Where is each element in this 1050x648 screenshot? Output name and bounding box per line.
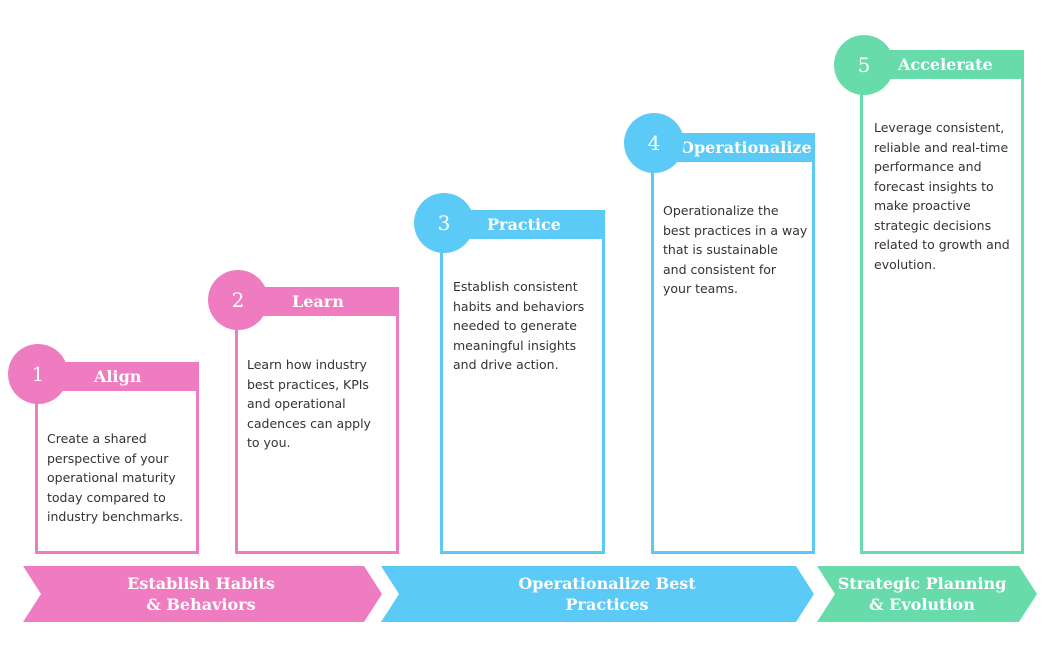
stage-title-learn: Learn <box>292 292 344 311</box>
stage-description-accelerate: Leverage consistent, reliable and real-t… <box>874 120 1010 272</box>
stage-description-practice: Establish consistent habits and behavior… <box>453 279 585 372</box>
stage-number-badge-5: 5 <box>834 35 894 95</box>
stage-description-operationalize: Operationalize the best practices in a w… <box>663 203 808 296</box>
stage-card-learn <box>235 312 399 554</box>
phase-label-operationalize: Operationalize Best Practices <box>518 574 696 614</box>
stage-title-practice: Practice <box>487 215 561 234</box>
stage-card-accelerate <box>860 75 1024 554</box>
phase-chevron-operationalize <box>381 566 814 622</box>
stage-title-accelerate: Accelerate <box>898 55 993 74</box>
stage-description-learn: Learn how industry best practices, KPIs … <box>247 357 371 450</box>
stage-number-badge-4: 4 <box>624 113 684 173</box>
phase-chevron-strategic <box>817 566 1037 622</box>
stage-title-operationalize: Operationalize <box>680 138 812 157</box>
phase-label-strategic: Strategic Planning & Evolution <box>837 574 1007 614</box>
phase-chevron-establish <box>23 566 382 622</box>
stage-description-align: Create a shared perspective of your oper… <box>47 431 184 524</box>
stage-number-badge-1: 1 <box>8 344 68 404</box>
stage-number-badge-3: 3 <box>414 193 474 253</box>
stage-title-align: Align <box>94 367 142 386</box>
stage-card-operationalize <box>651 158 815 554</box>
phase-label-establish: Establish Habits & Behaviors <box>127 574 275 614</box>
stage-number-badge-2: 2 <box>208 270 268 330</box>
